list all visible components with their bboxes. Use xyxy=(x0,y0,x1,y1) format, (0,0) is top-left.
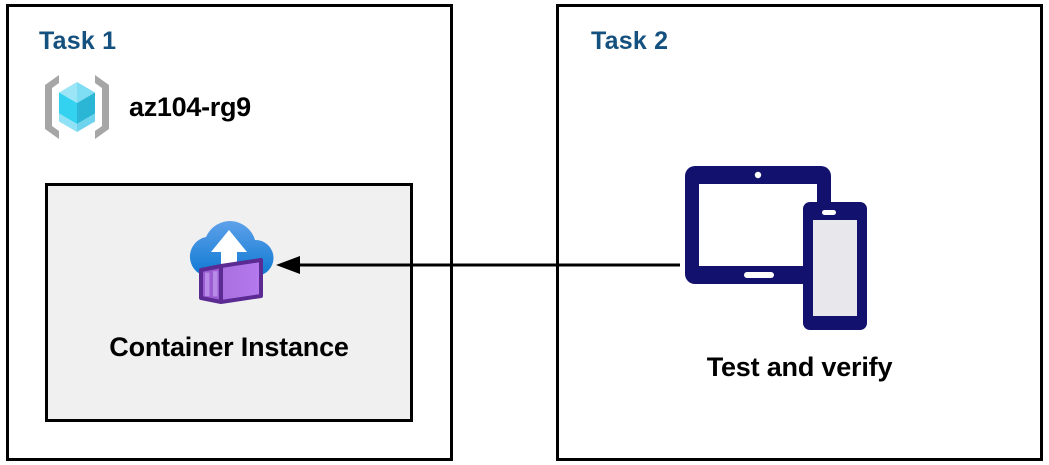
panel-title-task-2: Task 2 xyxy=(591,27,669,55)
container-instance-card: Container Instance xyxy=(45,183,413,422)
resource-group-row: az104-rg9 xyxy=(39,69,251,145)
panel-task-1: Task 1 az104-rg9 xyxy=(6,4,453,461)
container-instance-label: Container Instance xyxy=(109,332,349,362)
panel-title-task-1: Task 1 xyxy=(39,27,117,55)
devices-label: Test and verify xyxy=(706,352,893,382)
azure-resource-group-icon xyxy=(39,69,115,145)
resource-group-label: az104-rg9 xyxy=(129,91,251,122)
